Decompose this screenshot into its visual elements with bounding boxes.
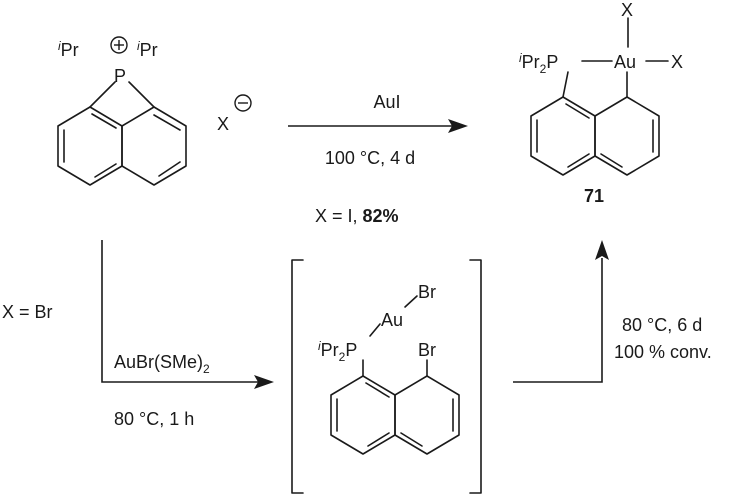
step2-arrow <box>101 240 274 389</box>
product-gold: Au <box>614 52 636 72</box>
step1-result: X = I, 82% <box>315 206 399 226</box>
product-halide-top: X <box>621 0 633 20</box>
step3-conditions-line1: 80 °C, 6 d <box>622 315 702 335</box>
step1-reagent: AuI <box>373 92 400 112</box>
step3-arrow <box>513 240 609 383</box>
step1-conditions: 100 °C, 4 d <box>325 148 415 168</box>
step2-reagent: AuBr(SMe)2 <box>114 352 210 376</box>
intermediate-naphthalene-ring <box>330 375 460 455</box>
intermediate-bracket-right <box>469 259 482 494</box>
counterion: X <box>217 114 229 134</box>
reactant-naphthalene-ring <box>57 106 187 186</box>
intermediate-bracket-left <box>291 259 304 494</box>
product-structure: iPr2P Au X X <box>519 0 683 176</box>
step2-conditions: 80 °C, 1 h <box>114 409 194 429</box>
product-ligand: iPr2P <box>519 51 558 76</box>
compound-number: 71 <box>584 186 604 206</box>
reactant-ipr-right: iPr <box>137 39 158 60</box>
negative-charge-icon <box>234 94 252 112</box>
reactant-phosphorus: P <box>114 66 126 86</box>
step1-arrow <box>288 119 468 133</box>
positive-charge-icon <box>110 36 128 54</box>
product-halide-right: X <box>671 52 683 72</box>
product-naphthalene-ring <box>530 96 660 176</box>
intermediate-ligand: iPr2P <box>318 339 357 364</box>
intermediate-halide-ring: Br <box>418 340 436 360</box>
reactant-ipr-left: iPr <box>58 39 79 60</box>
intermediate-halide-top: Br <box>418 282 436 302</box>
intermediate-structure: iPr2P Au Br Br <box>318 282 460 455</box>
reactant-structure: P iPr iPr <box>57 36 187 186</box>
step3-conditions-line2: 100 % conv. <box>614 342 712 362</box>
intermediate-gold: Au <box>381 310 403 330</box>
step2-halide-note: X = Br <box>2 302 53 322</box>
